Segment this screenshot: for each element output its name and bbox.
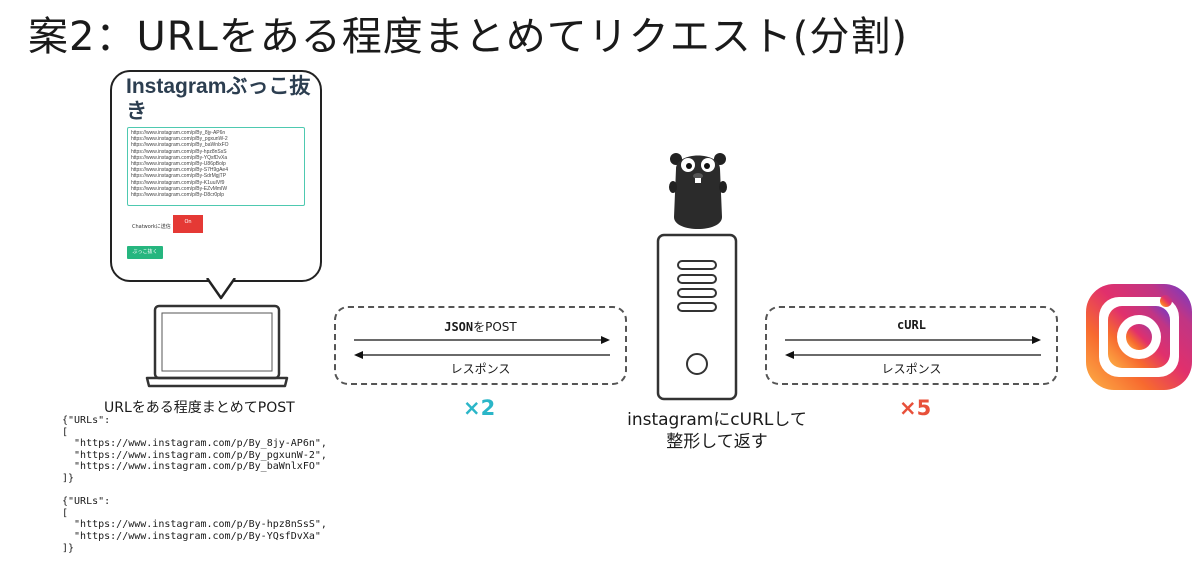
url-line: https://www.instagram.com/p/By_baWnlxFO xyxy=(131,142,229,149)
arrow-left-icon xyxy=(354,351,610,359)
chatwork-toggle[interactable]: On xyxy=(173,215,203,233)
app-title: Instagramぶっこ抜き xyxy=(126,75,311,123)
chatwork-label: Chatworkに送信 xyxy=(132,224,171,230)
url-line: https://www.instagram.com/p/By-EZvMmIW xyxy=(131,185,228,192)
request-count-left: ×2 xyxy=(463,396,496,420)
url-line: https://www.instagram.com/p/By-YQsfDvXa xyxy=(131,154,228,161)
instagram-logo-icon xyxy=(1086,284,1192,390)
app-mock-bubble: Instagramぶっこ抜き https://www.instagram.com… xyxy=(110,70,322,282)
url-line: https://www.instagram.com/p/By-U86pBolp xyxy=(131,161,226,168)
server-caption: instagramにcURLして 整形して返す xyxy=(610,409,824,453)
arrow-right-icon xyxy=(354,336,610,344)
json-payload-sample: {"URLs": [ "https://www.instagram.com/p/… xyxy=(62,415,327,554)
request-count-right: ×5 xyxy=(899,396,932,420)
laptop-icon xyxy=(145,304,289,388)
server-caption-line2: 整形して返す xyxy=(666,432,768,452)
arrow-right-icon xyxy=(785,336,1041,344)
server-icon xyxy=(656,233,738,401)
url-line: https://www.instagram.com/p/By-SdrMgjTP xyxy=(131,173,227,180)
url-line: https://www.instagram.com/p/By-D8cr0pIp xyxy=(131,192,225,199)
url-line: https://www.instagram.com/p/By-S7H9gAe4 xyxy=(131,167,228,174)
slide-title: 案2：URLをある程度まとめてリクエスト(分割) xyxy=(28,14,909,60)
speech-bubble-icon xyxy=(206,278,236,300)
server-caption-line1: instagramにcURLして xyxy=(627,410,807,430)
url-line: https://www.instagram.com/p/By-K1uuIVf9 xyxy=(131,179,225,186)
arrow-left-icon xyxy=(785,351,1041,359)
url-line: https://www.instagram.com/p/By-hpz8nSsS xyxy=(131,148,227,155)
url-line: https://www.instagram.com/p/By_8jy-AP6n xyxy=(131,130,226,136)
request-label: cURL xyxy=(897,318,926,332)
gopher-mascot-icon xyxy=(669,153,727,229)
server-instagram-exchange: cURL レスポンス xyxy=(765,306,1058,385)
url-textarea[interactable]: https://www.instagram.com/p/By_8jy-AP6n … xyxy=(127,127,305,206)
client-server-exchange: JSONをPOST レスポンス xyxy=(334,306,627,385)
client-post-caption: URLをある程度まとめてPOST xyxy=(104,400,295,416)
response-label: レスポンス xyxy=(881,362,942,376)
scrape-button[interactable]: ぶっこ抜く xyxy=(127,246,163,259)
request-label: JSONをPOST xyxy=(444,320,517,334)
url-line: https://www.instagram.com/p/By_pgxunW-2 xyxy=(131,136,228,143)
response-label: レスポンス xyxy=(450,362,511,376)
